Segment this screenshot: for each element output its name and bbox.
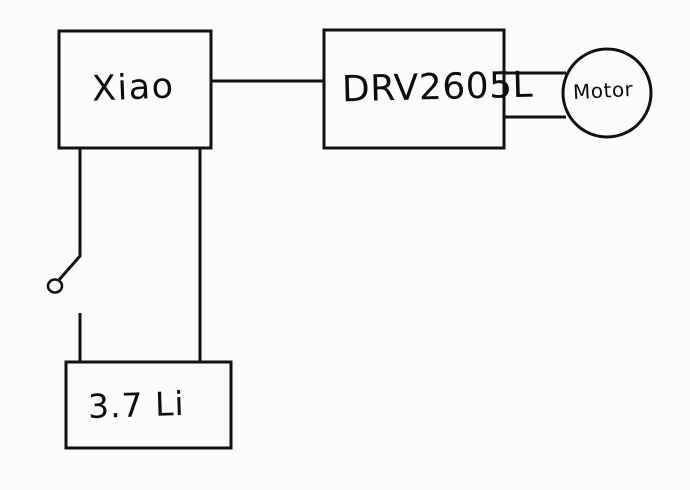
- node-xiao[interactable]: Xiao: [57, 29, 213, 150]
- node-battery-box: [64, 360, 233, 450]
- switch-blade[interactable]: [56, 254, 82, 283]
- node-drv2605l-label: DRV2605L: [342, 65, 534, 111]
- node-xiao-box: [57, 29, 213, 150]
- node-battery-label: 3.7 Li: [87, 384, 185, 426]
- node-xiao-label: Xiao: [91, 66, 175, 109]
- node-drv2605l[interactable]: DRV2605L: [322, 28, 534, 150]
- node-motor-label: Motor: [572, 77, 634, 104]
- node-drv2605l-box: [322, 28, 506, 150]
- node-motor-circle: [561, 47, 653, 139]
- node-battery[interactable]: 3.7 Li: [64, 360, 233, 450]
- switch-terminal-icon[interactable]: [46, 278, 64, 294]
- node-motor[interactable]: Motor: [561, 47, 653, 139]
